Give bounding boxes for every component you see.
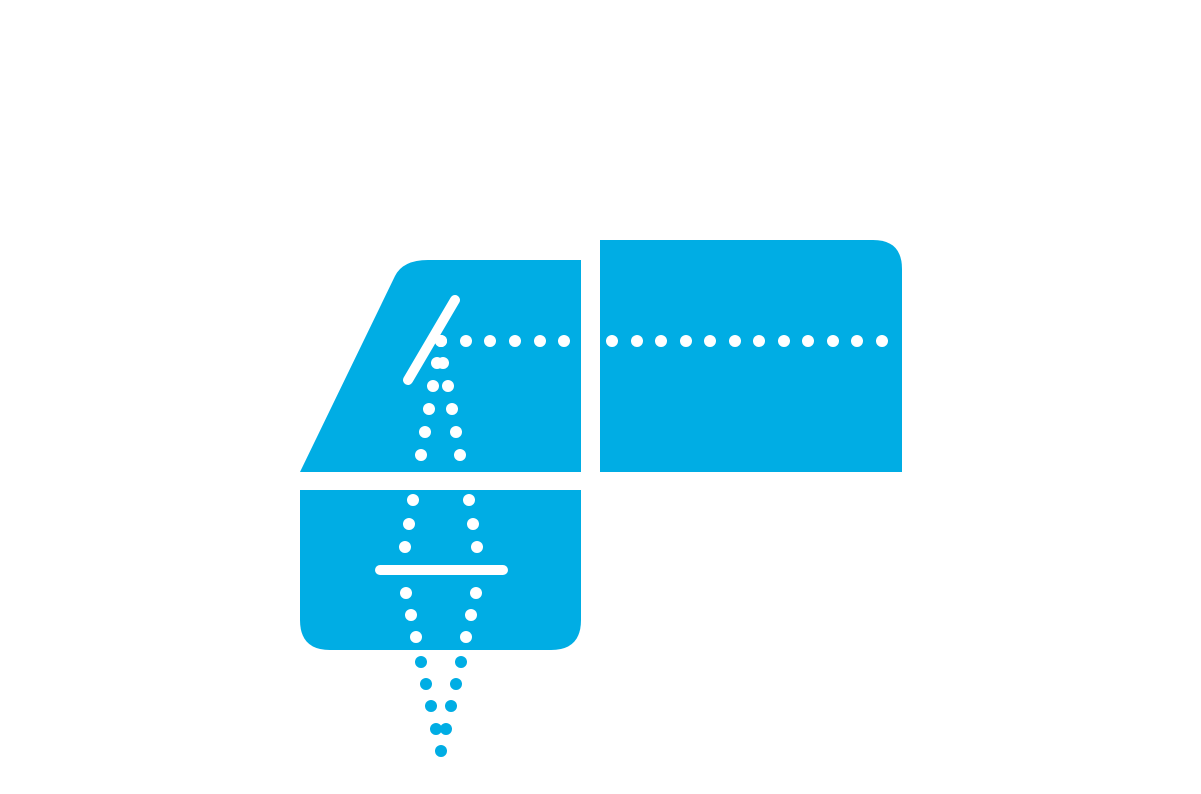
reflection-dot: [423, 403, 435, 415]
reflection-dot: [410, 631, 422, 643]
reflection-dot: [454, 449, 466, 461]
right-dotted-reflection-curve: [435, 335, 483, 735]
reflection-dot: [465, 609, 477, 621]
guide-dot: [509, 335, 521, 347]
reflection-dot: [415, 449, 427, 461]
reflection-dot: [435, 335, 447, 347]
reflection-dot: [455, 656, 467, 668]
guide-dot: [534, 335, 546, 347]
reflection-dot: [420, 678, 432, 690]
reflection-dot: [419, 426, 431, 438]
reflection-dot: [437, 357, 449, 369]
reflection-dot: [450, 678, 462, 690]
guide-dot: [606, 335, 618, 347]
glare-slash-highlight: [403, 295, 460, 385]
reflection-dot: [471, 541, 483, 553]
guide-dot: [827, 335, 839, 347]
guide-dot: [851, 335, 863, 347]
reflection-dot: [467, 518, 479, 530]
reflection-dot: [470, 587, 482, 599]
reflection-dot: [427, 380, 439, 392]
reflection-dot: [415, 656, 427, 668]
guide-dot: [876, 335, 888, 347]
reflection-dot: [400, 587, 412, 599]
guide-dot: [802, 335, 814, 347]
guide-dot: [484, 335, 496, 347]
reflection-dot: [403, 518, 415, 530]
guide-dot: [460, 335, 472, 347]
guide-dot: [631, 335, 643, 347]
guide-dot: [778, 335, 790, 347]
reflection-dot: [430, 723, 442, 735]
guide-dot: [729, 335, 741, 347]
reflection-dot: [450, 426, 462, 438]
guide-dot: [680, 335, 692, 347]
reflection-dot: [425, 700, 437, 712]
rear-window-panel: [600, 240, 902, 472]
reflection-dot: [405, 609, 417, 621]
reflection-dot: [442, 380, 454, 392]
guide-dot: [753, 335, 765, 347]
reflection-dot: [399, 541, 411, 553]
reflection-dot: [435, 745, 447, 757]
guide-dot: [704, 335, 716, 347]
left-dotted-reflection-curve: [399, 335, 447, 757]
guide-dot: [558, 335, 570, 347]
guide-dot: [655, 335, 667, 347]
reflection-dot: [445, 700, 457, 712]
reflection-dot: [463, 494, 475, 506]
reflection-dot: [407, 494, 419, 506]
reflection-dot: [440, 723, 452, 735]
reflection-dot: [460, 631, 472, 643]
reflection-dot: [446, 403, 458, 415]
